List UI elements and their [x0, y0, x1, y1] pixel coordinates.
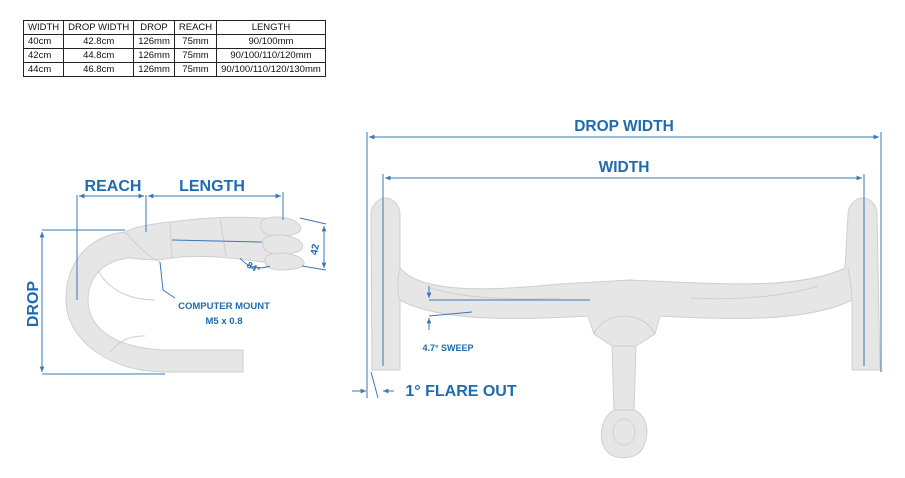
sweep-indicator: [426, 286, 590, 330]
handlebar-side-profile: [65, 216, 291, 373]
flare-indicator: [352, 371, 394, 399]
drop-label: DROP: [25, 281, 42, 328]
cell-length: 90/100/110/120/130mm: [216, 62, 326, 77]
length-label: LENGTH: [179, 178, 245, 195]
reach-label: REACH: [85, 178, 142, 195]
stack-label: 42: [309, 243, 322, 256]
stem-faceplate: [260, 216, 305, 271]
front-view: DROP WIDTH WIDTH 4.7° SWEEP 1° FLARE OUT: [352, 118, 882, 459]
side-view: REACH LENGTH DROP 42 84° COMPUTER MOUNT: [25, 178, 327, 375]
mount-spec: M5 x 0.8: [206, 316, 243, 327]
mount-leader-line: [159, 261, 176, 299]
cell-drop-width: 46.8cm: [63, 62, 135, 77]
cell-width: 44cm: [22, 62, 65, 77]
stack-dimension: [299, 217, 327, 271]
clamp-centerline: [171, 239, 263, 243]
cell-width: 42cm: [22, 48, 65, 63]
angle-arc: [239, 257, 271, 269]
width-label: WIDTH: [599, 159, 650, 176]
drop-width-label: DROP WIDTH: [574, 118, 674, 135]
drop-dimension: [39, 229, 165, 375]
length-dimension: [148, 192, 284, 220]
table-row: 44cm 46.8cm 126mm 75mm 90/100/110/120/13…: [22, 62, 326, 77]
table-header-row: WIDTH DROP WIDTH DROP REACH LENGTH: [22, 20, 326, 35]
flare-label: 1° FLARE OUT: [405, 383, 517, 400]
drop-width-dimension: [366, 132, 882, 398]
sweep-label: 4.7° SWEEP: [422, 343, 473, 353]
reach-dimension: [76, 193, 147, 300]
width-dimension: [382, 174, 865, 366]
handlebar-front-profile: [370, 197, 881, 459]
mount-title: COMPUTER MOUNT: [178, 301, 270, 312]
cell-reach: 75mm: [173, 62, 218, 77]
table-row: 40cm 42.8cm 126mm 75mm 90/100mm: [22, 34, 326, 49]
geometry-table: WIDTH DROP WIDTH DROP REACH LENGTH 40cm …: [22, 20, 326, 77]
cell-reach: 75mm: [173, 48, 218, 63]
